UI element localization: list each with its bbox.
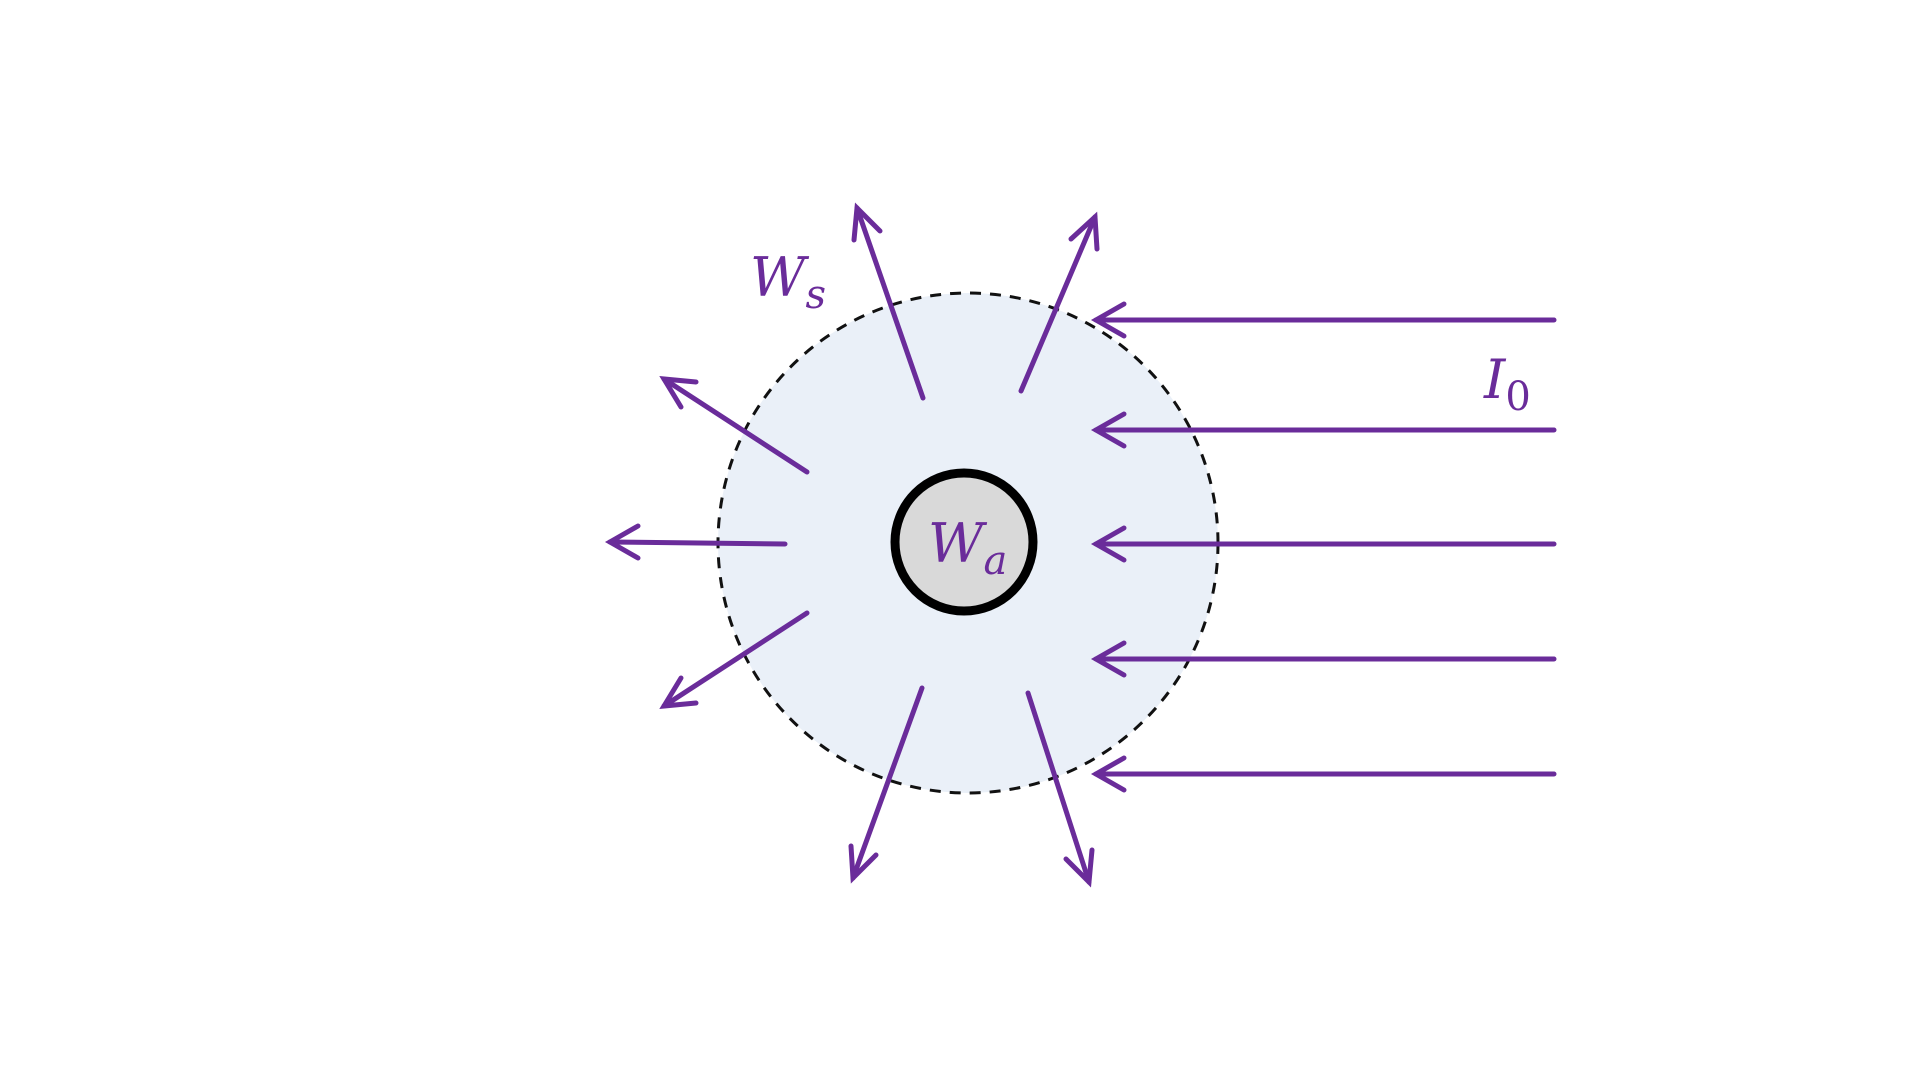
incident-intensity-symbol: I [1483, 348, 1507, 411]
outward-arrow-icon [604, 523, 641, 561]
incident-ray [1090, 640, 1557, 678]
absorbed-power-subscript: a [984, 538, 1008, 584]
outward-arrow-icon [659, 675, 699, 709]
scattered-power-symbol: W [750, 246, 810, 309]
scattered-rays [604, 202, 1100, 888]
absorbed-power-symbol: W [928, 512, 988, 575]
outward-arrow-icon [1068, 211, 1100, 252]
left-arrow-icon [1090, 755, 1127, 793]
incident-intensity-label: I0 [1483, 348, 1531, 420]
incident-rays [1090, 301, 1557, 793]
incident-ray [1090, 411, 1557, 449]
incident-ray [1090, 755, 1557, 793]
outward-arrow-icon [851, 202, 883, 243]
scattered-ray [1025, 690, 1095, 888]
outward-arrow-icon [848, 843, 879, 884]
outward-arrow-icon [1063, 847, 1095, 888]
scattered-ray [659, 376, 810, 475]
incident-ray [1090, 301, 1557, 339]
left-arrow-icon [1090, 411, 1127, 449]
left-arrow-icon [1090, 301, 1127, 339]
scattered-ray [659, 610, 810, 709]
scattered-ray [1018, 211, 1100, 394]
scattered-power-label: Ws [750, 246, 826, 318]
incident-intensity-subscript: 0 [1505, 374, 1530, 420]
incident-ray [1090, 525, 1557, 563]
outward-arrow-icon [659, 376, 699, 410]
particle [890, 468, 1038, 616]
scattered-power-subscript: s [806, 272, 827, 318]
scattered-ray [848, 685, 925, 884]
left-arrow-icon [1090, 640, 1127, 678]
absorbed-power-label: Wa [928, 512, 1007, 584]
scattered-ray [604, 523, 788, 561]
left-arrow-icon [1090, 525, 1127, 563]
scattered-ray [851, 202, 926, 401]
